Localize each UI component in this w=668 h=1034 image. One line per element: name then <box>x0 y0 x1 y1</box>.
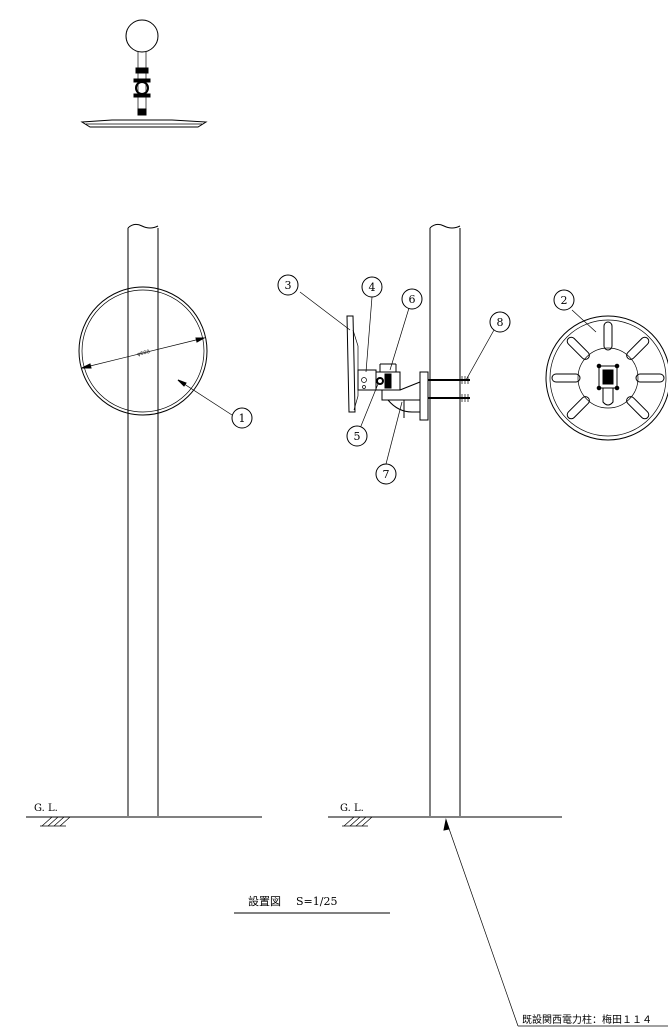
callout-1: 1 <box>231 407 253 429</box>
pole-note-leader <box>445 819 519 1027</box>
front-elevation: φ600 G. L. <box>26 223 262 827</box>
leader-7 <box>385 401 403 465</box>
rear-bracket <box>598 365 618 389</box>
rear-bracket-stem <box>602 388 614 406</box>
callout-2: 2 <box>553 289 575 311</box>
leader-2 <box>571 309 597 333</box>
mirror-face-inner-rim <box>81 289 205 413</box>
ground-hatch-right <box>342 816 373 827</box>
pole-right-break <box>429 223 461 229</box>
ground-hatch-left <box>40 816 71 827</box>
diameter-label: φ600 <box>137 349 151 358</box>
callout-8-label: 8 <box>497 316 504 329</box>
rear-view <box>545 309 668 441</box>
gl-label-left: G. L. <box>34 803 58 814</box>
clamp-bolt <box>384 373 392 389</box>
leader-5 <box>360 383 379 427</box>
callout-5: 5 <box>346 425 368 447</box>
callout-7-label: 7 <box>383 468 390 481</box>
leader-6 <box>389 307 410 371</box>
leader-1 <box>177 379 233 416</box>
mirror-face <box>78 286 208 416</box>
mirror-top-outline <box>125 19 159 53</box>
plan-view <box>80 19 208 128</box>
pole-mount-plate <box>419 371 429 421</box>
callout-5-label: 5 <box>354 430 361 443</box>
pole-left-break <box>127 223 159 229</box>
mirror-back-plate <box>357 369 377 391</box>
plan-pole-band <box>80 119 208 128</box>
callout-3-label: 3 <box>285 279 292 292</box>
callout-7: 7 <box>375 463 397 485</box>
callout-6-label: 6 <box>409 293 416 306</box>
callout-4: 4 <box>361 276 383 298</box>
existing-pole-note: 既設関西電力柱：梅田１１４ <box>522 1013 652 1026</box>
plan-band-fastener <box>137 108 147 116</box>
plan-bracket-top <box>135 67 149 74</box>
mirror-side-profile <box>346 315 356 413</box>
callout-8: 8 <box>489 311 511 333</box>
side-elevation: G. L. <box>299 223 668 1027</box>
drawing-caption: 設置図 S=1/25 <box>234 894 390 914</box>
diameter-dimension-line <box>81 337 205 369</box>
rear-ribs <box>551 321 665 420</box>
callout-6: 6 <box>401 288 423 310</box>
bolt-threads <box>461 376 469 402</box>
rear-hub-ring <box>577 347 639 409</box>
callout-2-label: 2 <box>561 294 568 307</box>
callout-3: 3 <box>277 274 299 296</box>
arm-upper <box>381 390 421 401</box>
arm-brace <box>387 399 420 413</box>
callout-1-label: 1 <box>239 412 246 425</box>
callout-4-label: 4 <box>369 281 376 294</box>
caption-title: 設置図 <box>248 894 281 908</box>
caption-scale: S=1/25 <box>296 895 337 908</box>
rear-outer-rim <box>545 315 668 441</box>
leader-8 <box>465 329 495 381</box>
gl-label-right: G. L. <box>340 803 364 814</box>
leader-3 <box>299 291 351 331</box>
leader-4 <box>365 296 373 373</box>
